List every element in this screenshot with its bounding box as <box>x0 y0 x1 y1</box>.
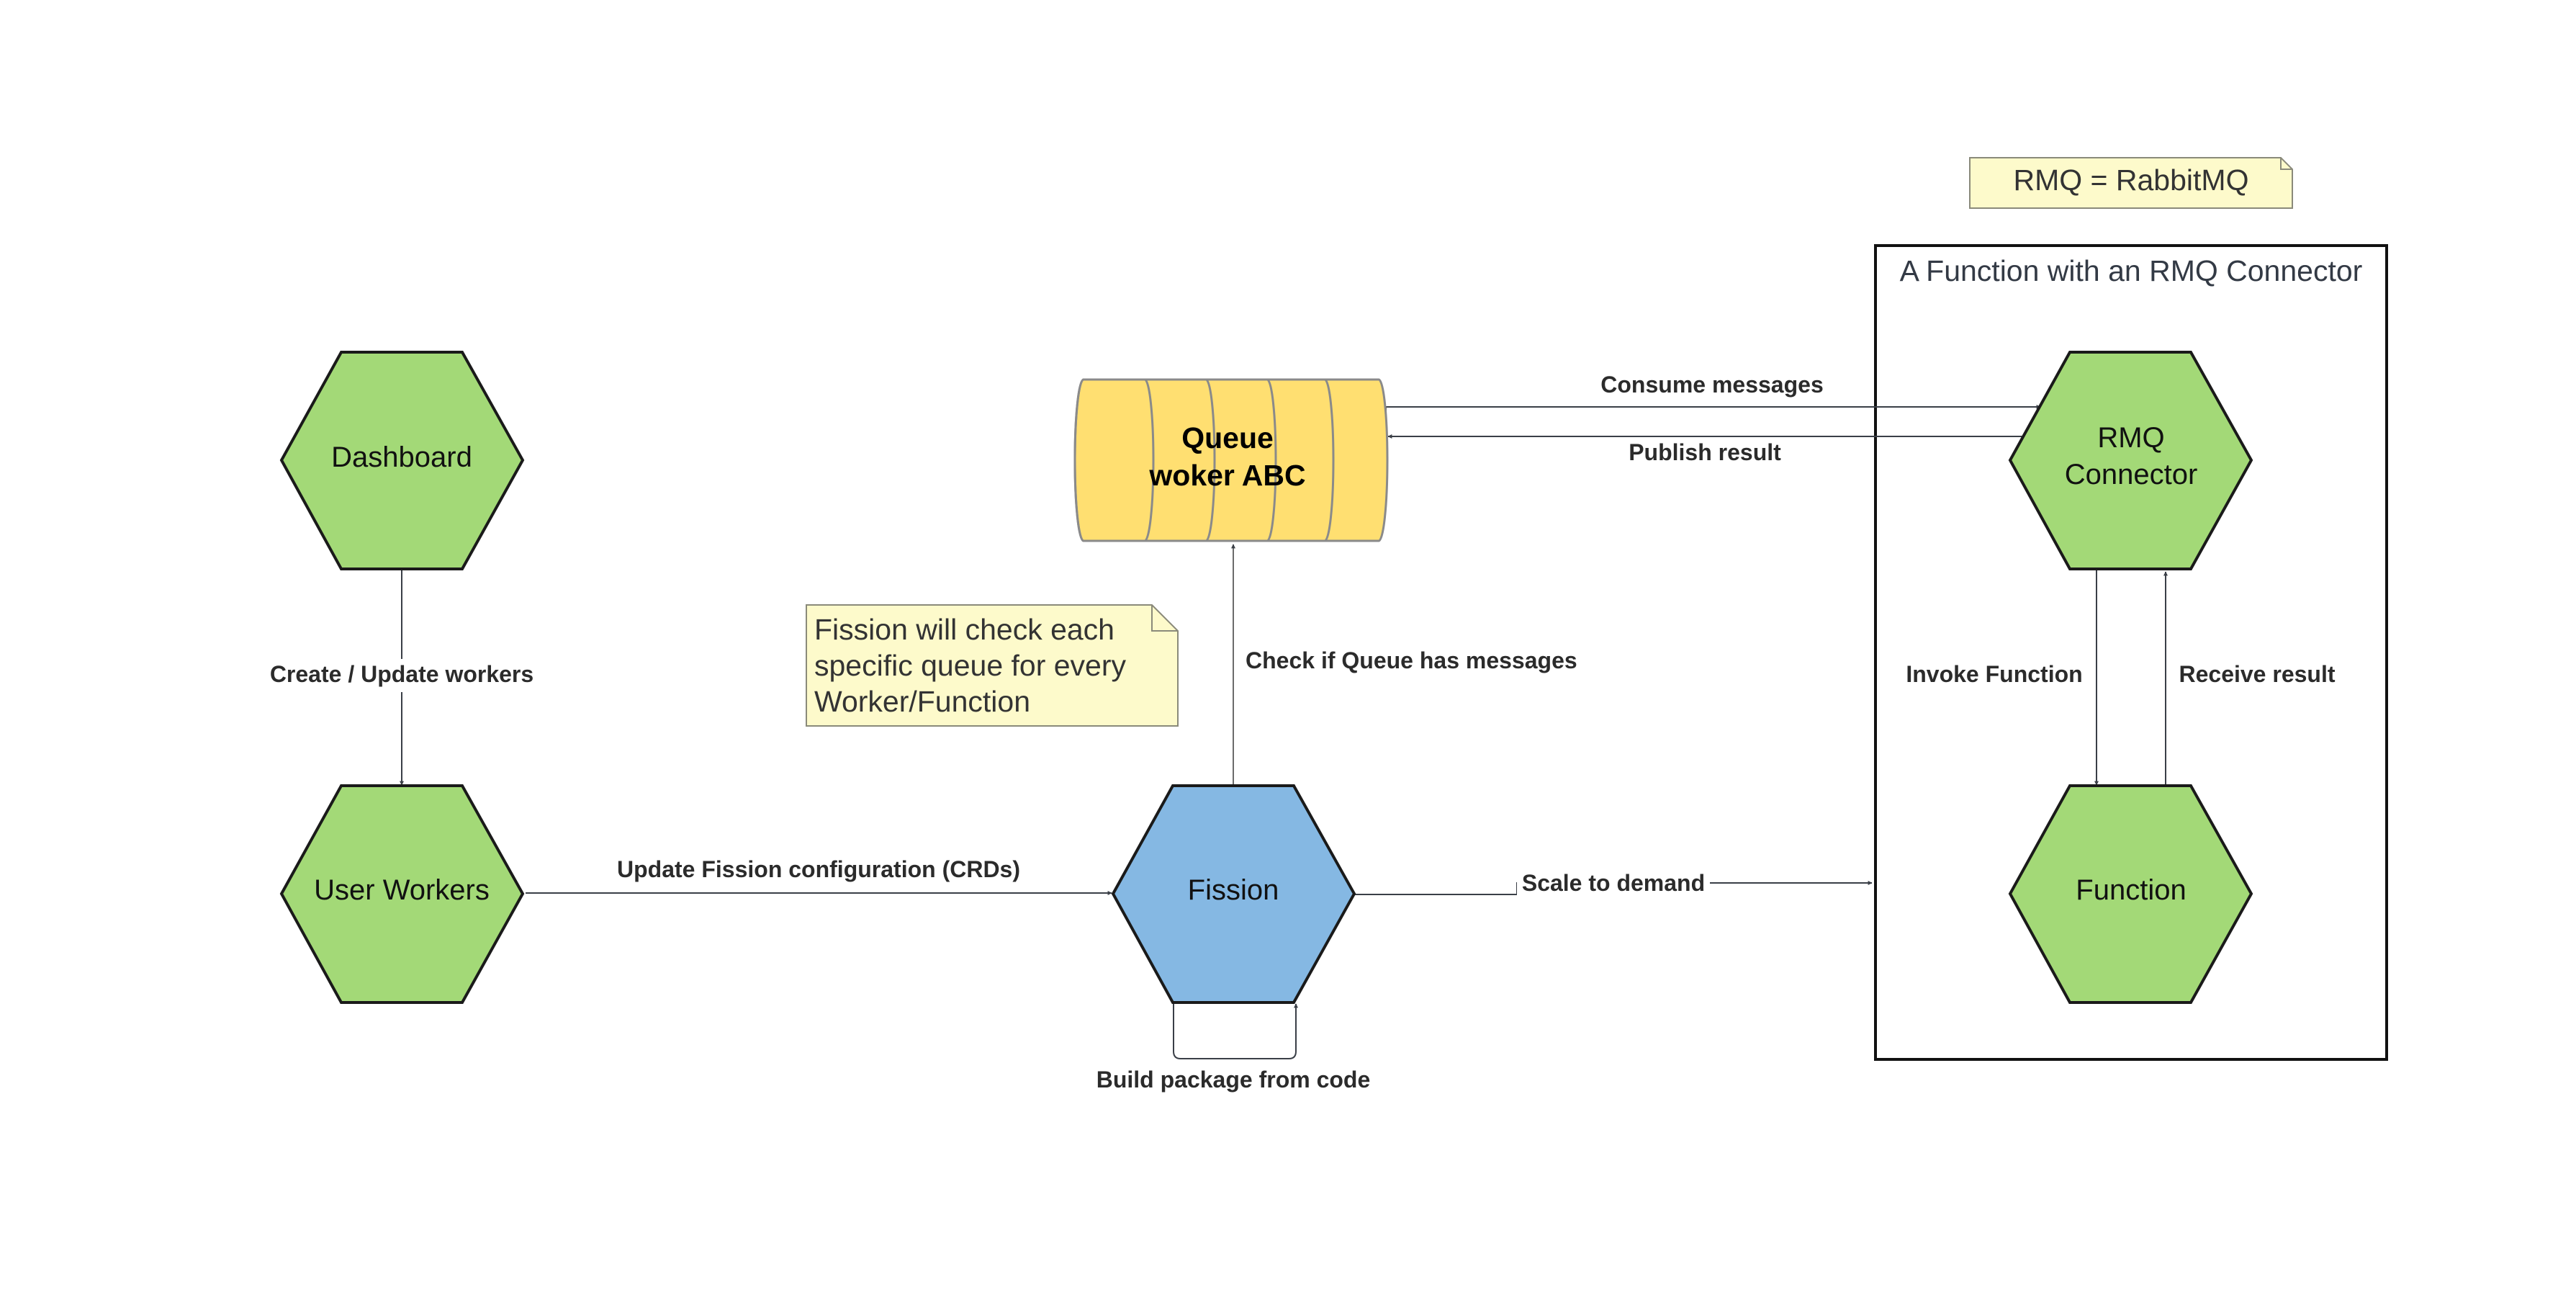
function-label: Function <box>2076 874 2186 906</box>
edge-label-invoke: Invoke Function <box>1906 661 2082 687</box>
rmq-function-container[interactable]: A Function with an RMQ Connector <box>1874 244 2388 1061</box>
node-dashboard[interactable]: Dashboard <box>279 351 525 570</box>
node-function[interactable]: Function <box>2008 784 2253 1004</box>
edge-receive-result[interactable]: Receive result <box>2163 571 2336 786</box>
node-user-workers[interactable]: User Workers <box>279 784 525 1004</box>
edge-invoke-function[interactable]: Invoke Function <box>1906 570 2099 786</box>
edge-publish-result[interactable]: Publish result <box>1387 434 2026 465</box>
fission-note-line-1: Fission will check each <box>814 613 1114 646</box>
edge-scale-to-demand[interactable]: Scale to demand <box>1355 868 1873 900</box>
dashboard-label: Dashboard <box>331 441 472 473</box>
user-workers-label: User Workers <box>314 874 490 906</box>
edge-label-publish: Publish result <box>1629 439 1781 465</box>
edge-check-queue[interactable]: Check if Queue has messages <box>1231 544 1577 786</box>
node-queue[interactable]: Queue woker ABC <box>1073 378 1389 542</box>
edge-label-update-fission: Update Fission configuration (CRDs) <box>617 856 1020 882</box>
fission-queue-note[interactable]: Fission will check each specific queue f… <box>806 604 1179 727</box>
edge-label-consume: Consume messages <box>1600 372 1823 398</box>
edge-create-update-workers[interactable]: Create / Update workers <box>259 570 544 786</box>
fission-note-line-2: specific queue for every <box>814 649 1127 682</box>
rmq-connector-label-line-2: Connector <box>2065 459 2198 490</box>
rmq-connector-label-line-1: RMQ <box>2097 422 2164 454</box>
edge-label-scale: Scale to demand <box>1522 870 1705 896</box>
node-rmq-connector[interactable]: RMQ Connector <box>2008 351 2253 570</box>
rmq-legend-note[interactable]: RMQ = RabbitMQ <box>1969 157 2293 209</box>
node-fission[interactable]: Fission <box>1111 784 1356 1004</box>
fission-label: Fission <box>1188 874 1279 906</box>
container-title: A Function with an RMQ Connector <box>1900 254 2363 287</box>
edge-label-check-queue: Check if Queue has messages <box>1246 647 1577 673</box>
queue-label-line-1: Queue <box>1181 421 1274 454</box>
edge-label-receive: Receive result <box>2179 661 2335 687</box>
rmq-legend-text: RMQ = RabbitMQ <box>2014 163 2249 197</box>
fission-note-line-3: Worker/Function <box>814 685 1030 718</box>
edge-build-package[interactable]: Build package from code <box>1096 1003 1371 1093</box>
edge-label-create-update: Create / Update workers <box>270 661 533 687</box>
edge-update-fission-config[interactable]: Update Fission configuration (CRDs) <box>526 856 1112 895</box>
edge-consume-messages[interactable]: Consume messages <box>1385 372 2041 415</box>
edge-label-build-package: Build package from code <box>1096 1067 1371 1093</box>
queue-label-line-2: woker ABC <box>1148 459 1305 492</box>
